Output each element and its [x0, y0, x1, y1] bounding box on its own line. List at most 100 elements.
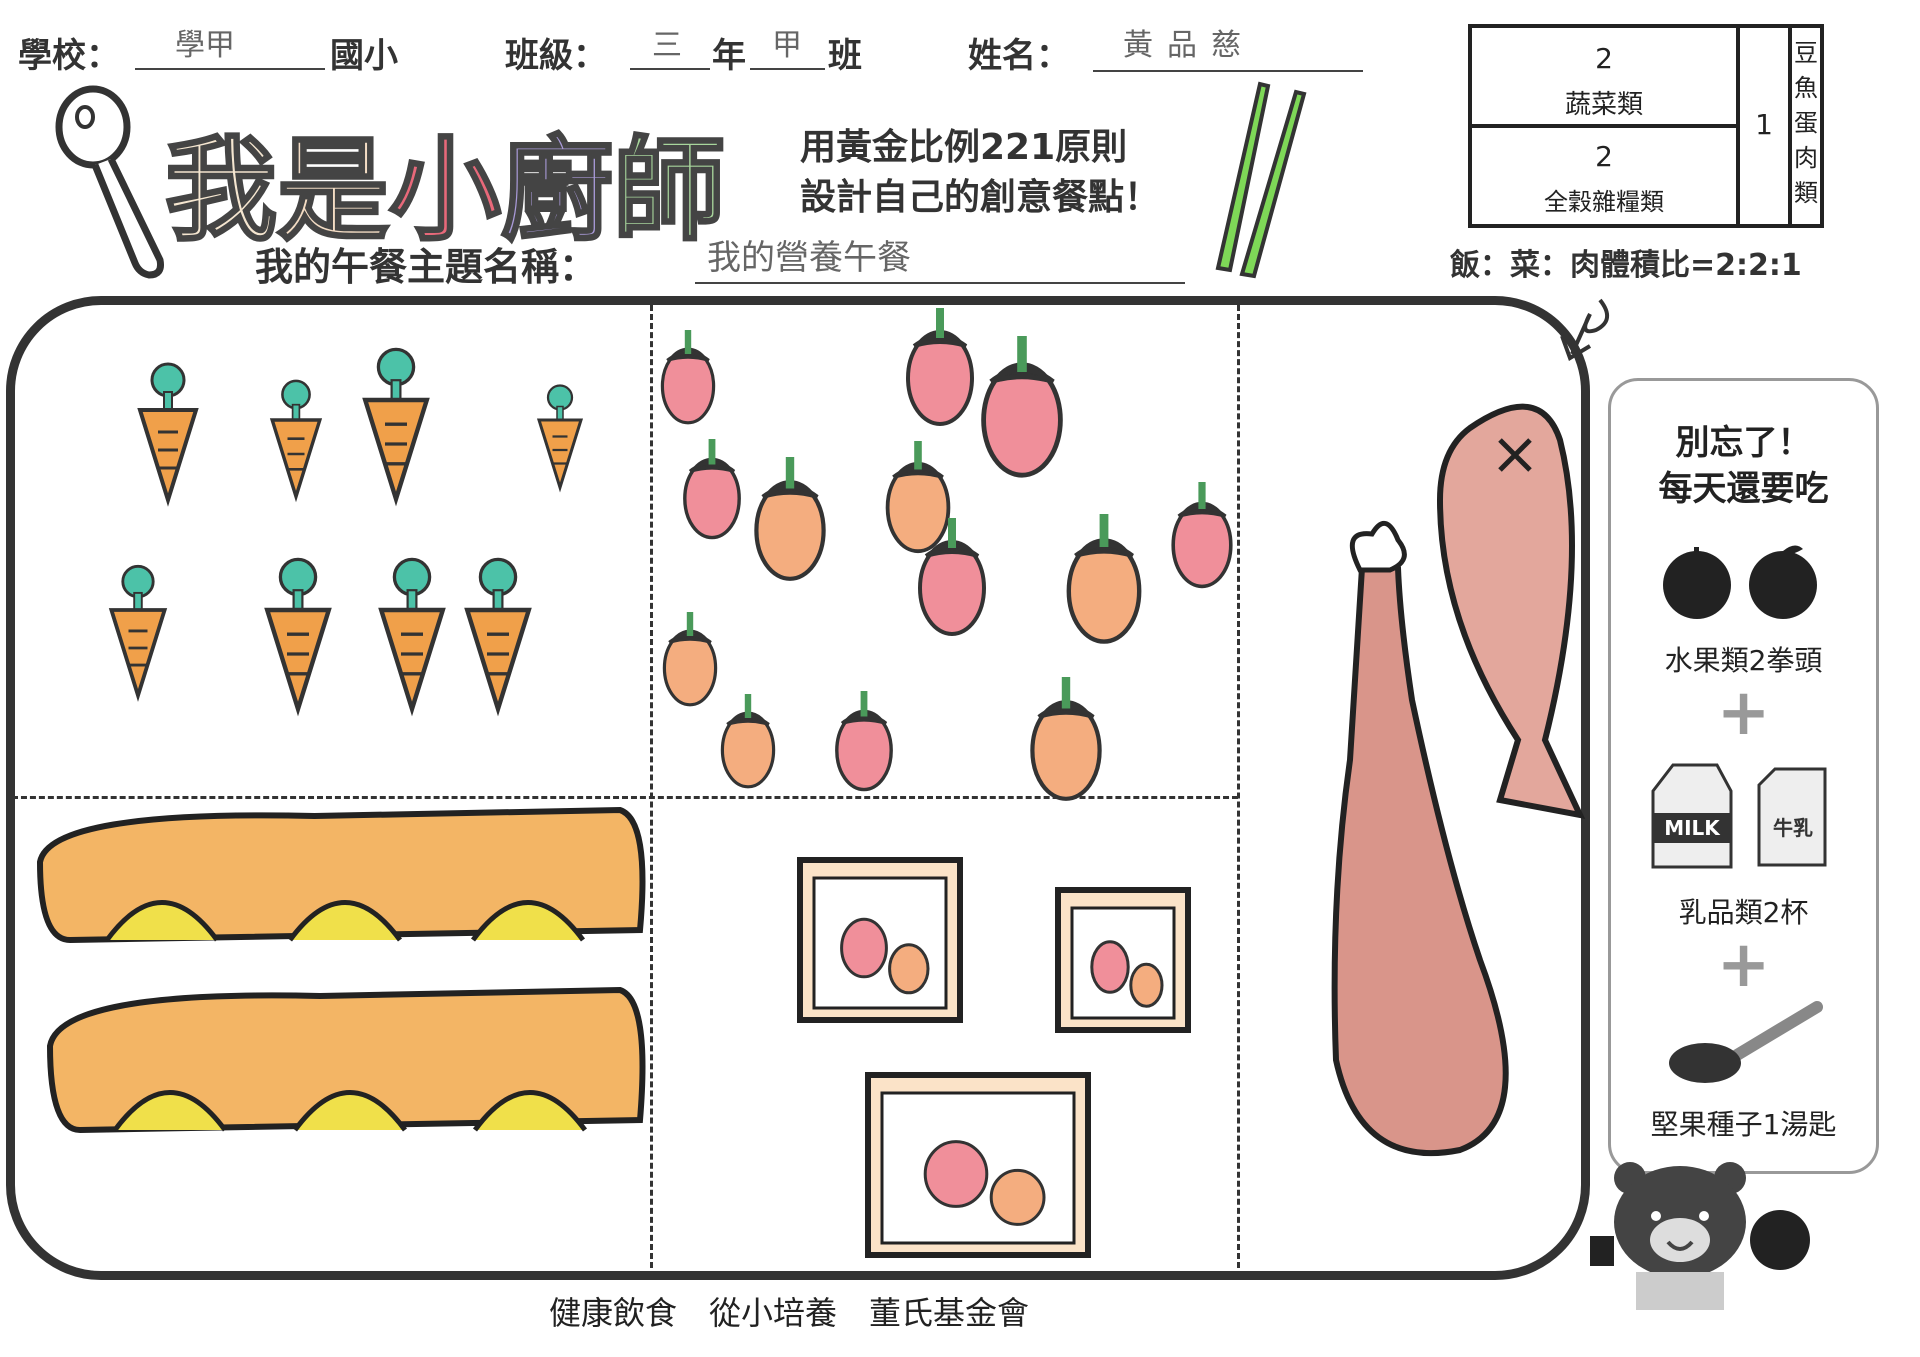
grade-field[interactable]: 三	[630, 20, 710, 70]
plus-icon: +	[1716, 676, 1771, 750]
strawberry-stem	[936, 308, 944, 338]
protein-char: 魚	[1794, 74, 1818, 102]
strawberry-stem	[948, 518, 956, 548]
strawberry-stem	[1017, 336, 1027, 372]
strawberry-icon	[906, 308, 974, 426]
carrots-section	[108, 347, 584, 717]
spoon-icon	[55, 85, 164, 279]
class-suffix: 班	[828, 36, 862, 76]
strawberry-cap	[668, 632, 712, 644]
grain-ratio-number: 2	[1595, 140, 1613, 173]
daily-reminder-panel: 別忘了！ 每天還要吃 水果類2拳頭 + MILK 牛乳 乳品類2杯 + 堅果種子…	[1608, 378, 1879, 1174]
strawberry-icon	[1030, 677, 1102, 801]
milk-text-2: 牛乳	[1773, 816, 1813, 840]
egg-slice	[292, 1090, 408, 1132]
carrot-stem	[406, 589, 418, 612]
theme-field[interactable]: 我的營養午餐	[695, 226, 1185, 284]
class-field[interactable]: 甲	[750, 20, 825, 70]
bread-loaf-icon	[46, 986, 646, 1134]
name-value: 黃品慈	[1123, 28, 1255, 63]
theme-value: 我的營養午餐	[707, 238, 911, 278]
carrot-body	[137, 408, 199, 507]
strawberry-icon	[683, 439, 741, 540]
name-field[interactable]: 黃品慈	[1093, 20, 1363, 72]
volume-ratio-formula: 飯：菜：肉體積比=2:2:1	[1450, 248, 1802, 283]
protein-ratio-label: 豆 魚 蛋 肉 類	[1792, 36, 1820, 211]
fruit-icon	[1663, 545, 1817, 619]
strawberry-cap	[761, 484, 819, 499]
name-label: 姓名：	[968, 36, 1070, 76]
tray-divider-horizontal	[12, 796, 1238, 799]
footer-slogan: 健康飲食 從小培養 董氏基金會	[548, 1294, 1029, 1332]
strawberry-box-icon	[797, 857, 963, 1023]
strawberry-stem	[744, 694, 752, 718]
egg-slice	[112, 1090, 228, 1132]
strawberry-icon	[1066, 514, 1142, 644]
carrot-icon	[378, 557, 446, 717]
carrot-icon	[536, 384, 584, 493]
fruit-label: 水果類2拳頭	[1664, 644, 1823, 677]
carrot-body	[362, 397, 430, 507]
strawberry-stem	[860, 691, 868, 717]
strawberry-icon	[754, 457, 826, 581]
strawberry-stem	[686, 612, 694, 636]
box-strawberry	[840, 917, 888, 979]
protein-ratio-number: 1	[1755, 108, 1773, 141]
grade-suffix: 年	[712, 36, 746, 76]
strawberry-cap	[892, 465, 944, 479]
strawberry-box-icon	[865, 1072, 1091, 1258]
strawberry-stem	[914, 441, 922, 470]
ratio-divider-v2	[1788, 28, 1792, 224]
fish-eye	[1498, 438, 1532, 472]
strawberry-cap	[726, 714, 770, 726]
egg-slice	[472, 1090, 588, 1132]
ratio-divider-v	[1736, 28, 1740, 224]
milk-carton-icon: MILK 牛乳	[1651, 763, 1827, 869]
school-field[interactable]: 學甲	[135, 20, 325, 70]
fish-icon	[1436, 403, 1586, 820]
bone-end	[1349, 521, 1407, 573]
chopsticks-icon	[1215, 81, 1307, 279]
carrot-stem	[292, 589, 304, 612]
carrot-stem	[133, 591, 143, 611]
bread-body	[46, 986, 646, 1134]
school-suffix: 國小	[330, 36, 398, 76]
strawberry-icon	[660, 330, 716, 425]
box-strawberry	[923, 1140, 989, 1208]
curl-arrow-icon	[1560, 298, 1609, 361]
strawberry-cap	[1074, 542, 1134, 558]
drumstick-icon	[1331, 551, 1509, 1157]
carrot-stem	[163, 391, 173, 411]
carrot-body	[269, 418, 323, 503]
theme-label: 我的午餐主題名稱：	[255, 245, 598, 289]
lunch-tray	[6, 296, 1590, 1280]
plus-icon: +	[1716, 928, 1771, 1002]
carrot-icon	[362, 347, 430, 507]
box-strawberry	[888, 943, 930, 995]
strawberry-cap	[1037, 704, 1095, 719]
class-label: 班級：	[505, 36, 607, 76]
veg-ratio-label: 蔬菜類	[1564, 90, 1643, 120]
strawberry-stem	[785, 457, 795, 489]
egg-slice	[104, 900, 220, 942]
carrot-body	[378, 607, 446, 717]
ratio-divider-h	[1472, 124, 1736, 128]
box-strawberry	[989, 1168, 1046, 1226]
bread-loaf-icon	[36, 806, 646, 944]
protein-char: 蛋	[1794, 109, 1818, 137]
strawberry-stem	[1198, 482, 1206, 509]
grain-ratio-label: 全穀雜糧類	[1544, 188, 1664, 216]
protein-section	[1331, 403, 1586, 1157]
carrot-body	[464, 607, 532, 717]
carrot-icon	[108, 564, 168, 702]
strawberry-icon	[720, 694, 776, 789]
bear-chef-icon	[1590, 1162, 1810, 1310]
carrot-icon	[264, 557, 332, 717]
strawberry-cap	[912, 334, 968, 348]
protein-char: 類	[1794, 179, 1818, 207]
bread-section	[36, 806, 646, 1134]
strawberry-icon	[981, 336, 1063, 478]
ratio-box: 2 蔬菜類 2 全穀雜糧類 1 豆 魚 蛋 肉 類	[1468, 24, 1824, 228]
veg-ratio-number: 2	[1595, 42, 1613, 75]
carrot-stem	[390, 379, 402, 402]
